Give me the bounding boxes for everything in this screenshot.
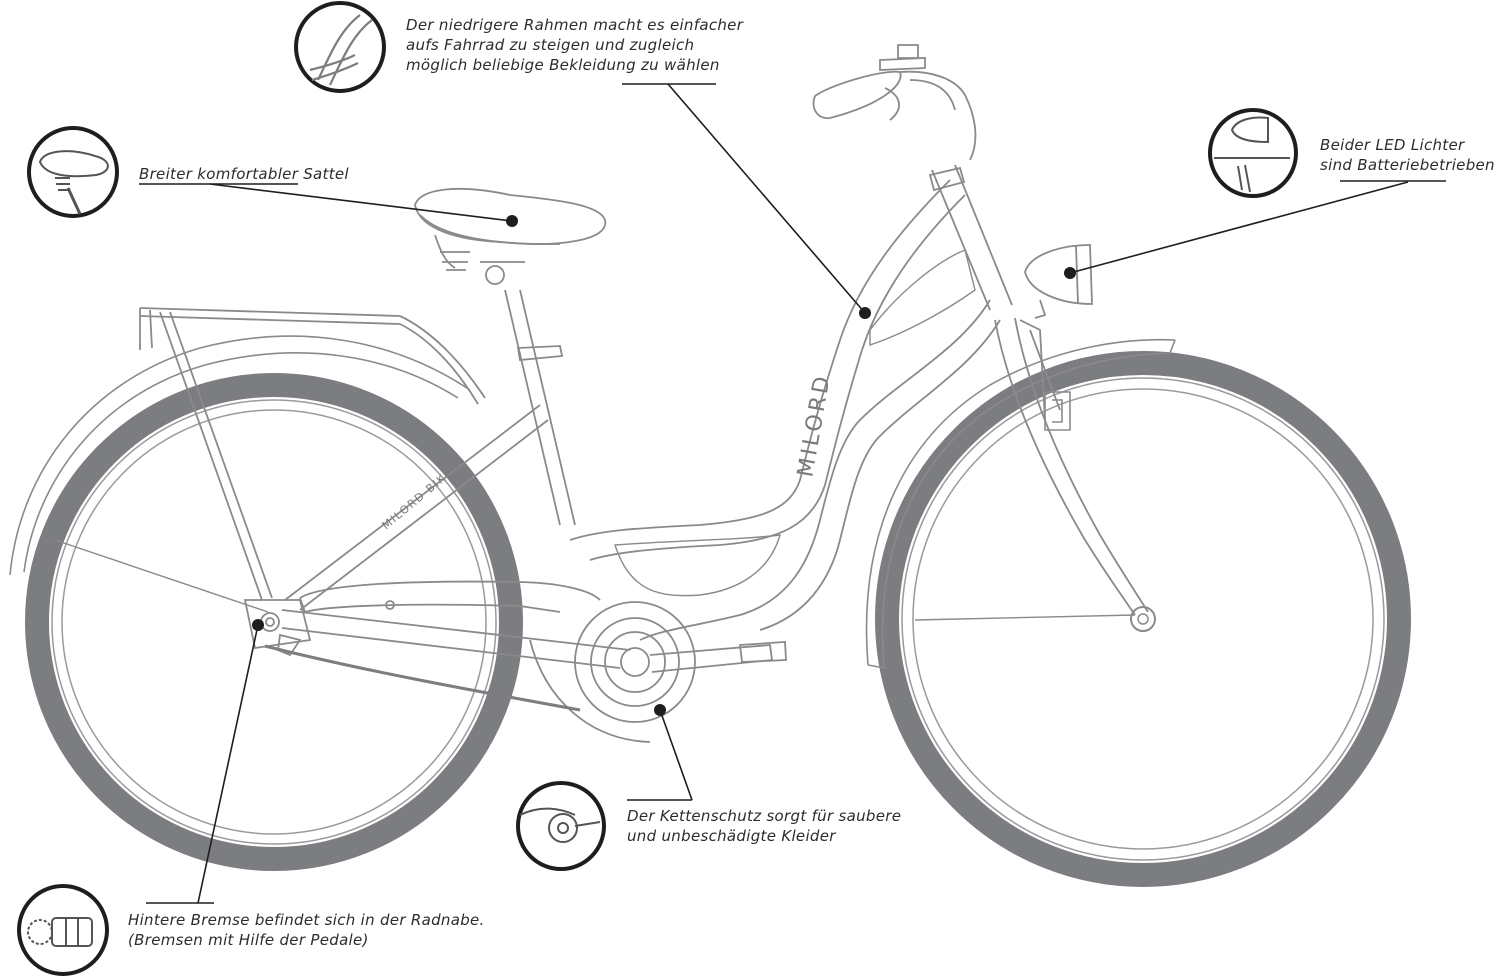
rear-rack (139, 307, 486, 601)
rear-wheel (25, 373, 523, 871)
leader-lines (139, 83, 1446, 904)
frame-callout-line-1: Der niedrigere Rahmen macht es einfacher (406, 16, 744, 34)
chainguard-callout: Der Kettenschutz sorgt für saubere und u… (627, 806, 901, 846)
leader-dots (252, 215, 1076, 716)
rear-fender (9, 335, 471, 576)
frame-logo: MILORD (793, 372, 836, 479)
chainguard (299, 580, 787, 743)
chainguard-icon (516, 781, 606, 871)
brake-callout-line-1: Hintere Bremse befindet sich in der Radn… (128, 911, 485, 929)
rear-hub-icon (17, 884, 109, 976)
brake-callout-line-2: (Bremsen mit Hilfe der Pedale) (128, 931, 369, 949)
saddle-callout: Breiter komfortabler Sattel (139, 164, 349, 184)
saddle-icon (27, 126, 119, 218)
brake-callout: Hintere Bremse befindet sich in der Radn… (128, 910, 485, 950)
light-callout: Beider LED Lichter sind Batteriebetriebe… (1320, 135, 1495, 175)
chainguard-callout-line-2: und unbeschädigte Kleider (627, 827, 836, 845)
bike-frame (281, 164, 1149, 669)
light-callout-line-2: sind Batteriebetrieben (1320, 156, 1495, 174)
front-wheel (875, 351, 1411, 887)
headlight-icon (1208, 108, 1298, 198)
headlight (1024, 244, 1093, 319)
chain (264, 644, 581, 712)
rear-hub (243, 599, 312, 657)
step-through-frame-icon (294, 1, 386, 93)
frame-callout-line-3: möglich beliebige Bekleidung zu wählen (406, 56, 720, 74)
spoke-lines (54, 539, 1136, 621)
light-callout-line-1: Beider LED Lichter (1320, 136, 1465, 154)
handlebar (812, 44, 977, 192)
frame-callout-line-2: aufs Fahrrad zu steigen und zugleich (406, 36, 695, 54)
frame-callout: Der niedrigere Rahmen macht es einfacher… (406, 15, 743, 75)
saddle (414, 187, 607, 361)
front-brake (1044, 391, 1071, 431)
saddle-callout-line-1: Breiter komfortabler Sattel (139, 165, 349, 183)
chainguard-callout-line-1: Der Kettenschutz sorgt für saubere (627, 807, 902, 825)
front-fender (865, 338, 1176, 669)
